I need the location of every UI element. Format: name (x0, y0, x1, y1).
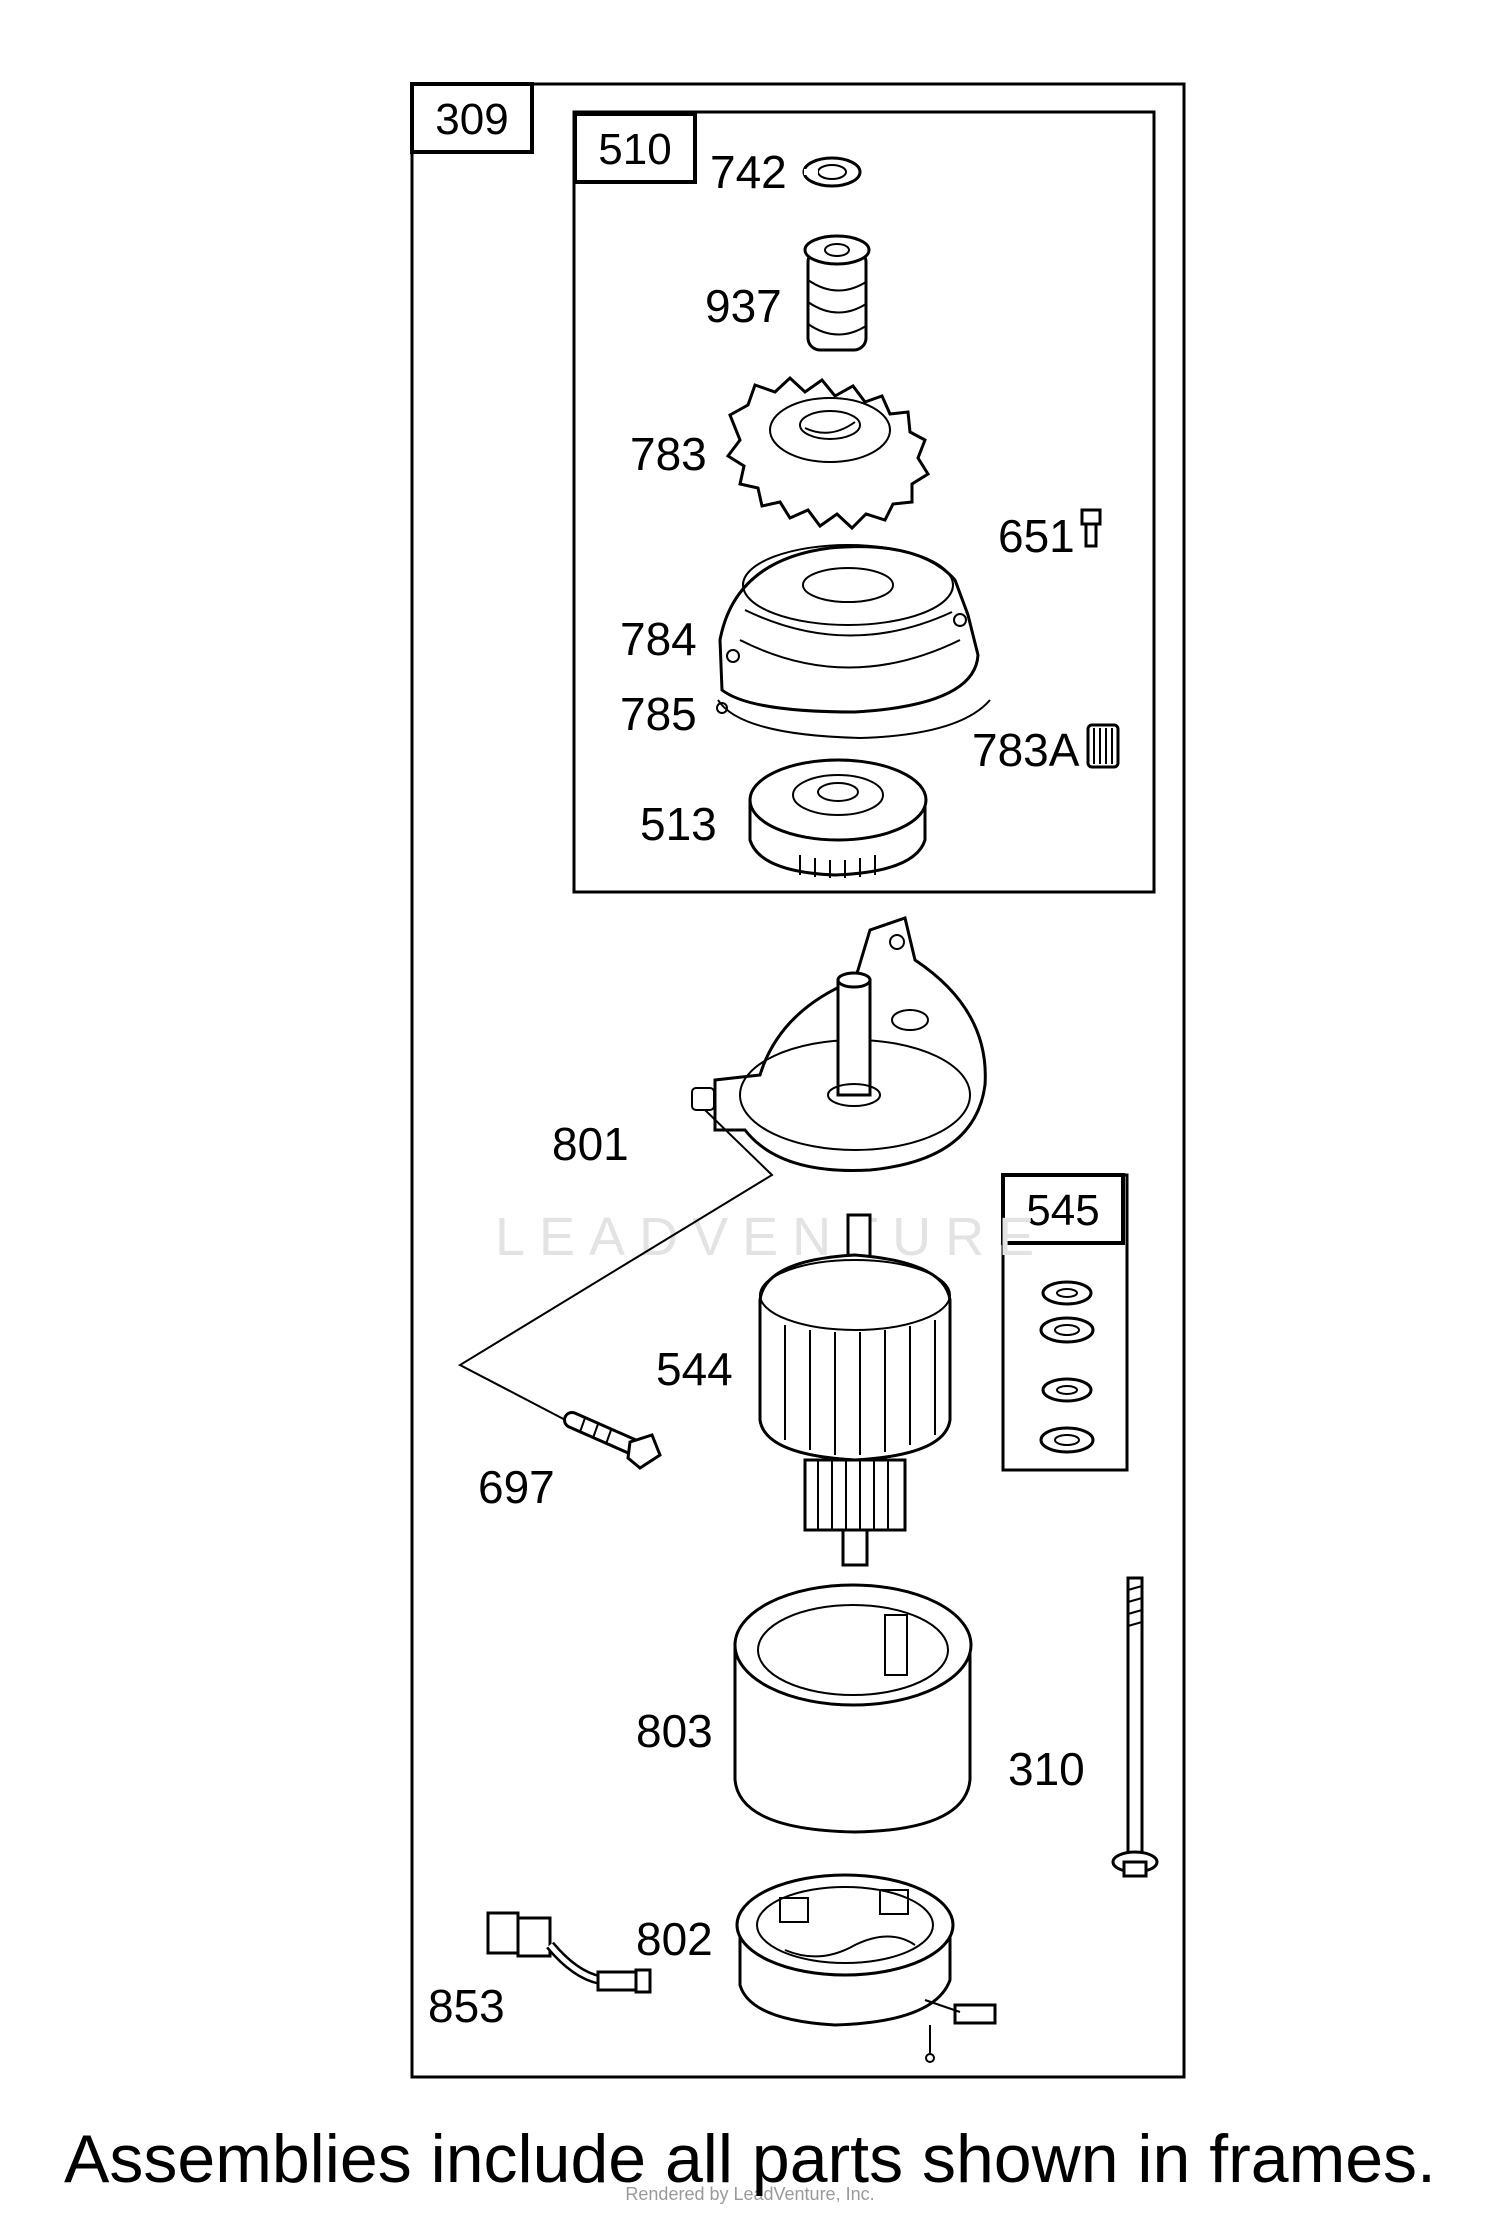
frame-510 (572, 110, 1156, 894)
end-cap-801 (691, 916, 987, 1172)
washer-set-545 (1039, 1280, 1095, 1454)
label-853: 853 (428, 1980, 505, 2032)
drive-housing-784 (718, 544, 980, 714)
leader-801-697 (457, 1109, 774, 1426)
caption: Assemblies include all parts shown in fr… (64, 2121, 1436, 2197)
frame-510-tag-box (573, 112, 697, 184)
motor-housing-803 (733, 1583, 973, 1834)
watermark: LEADVENTURE (495, 1207, 1048, 1267)
pinion-gear-783 (725, 375, 931, 531)
gasket-785 (716, 699, 991, 740)
label-802: 802 (636, 1913, 713, 1965)
frame-545-tag: 545 (1026, 1186, 1099, 1235)
label-513: 513 (640, 798, 717, 850)
bolt-697 (563, 1411, 662, 1470)
label-697: 697 (478, 1461, 555, 1513)
frame-309-tag: 309 (435, 95, 508, 144)
label-937: 937 (705, 280, 782, 332)
screw-651 (1080, 508, 1102, 548)
connector-853 (486, 1911, 652, 1994)
small-gear-783a (1086, 723, 1120, 769)
label-544: 544 (656, 1343, 733, 1395)
label-784: 784 (620, 613, 697, 665)
through-bolt-310 (1111, 1576, 1159, 1878)
clip-ring-742 (802, 156, 862, 188)
label-801: 801 (552, 1118, 629, 1170)
frame-545-tag-box (1001, 1173, 1125, 1245)
clutch-513 (748, 758, 928, 878)
frame-309 (410, 82, 1186, 2079)
label-742: 742 (710, 146, 787, 198)
drive-spring-937 (803, 234, 871, 352)
label-651: 651 (998, 510, 1075, 562)
label-803: 803 (636, 1705, 713, 1757)
armature-544 (758, 1213, 952, 1567)
render-credit: Rendered by LeadVenture, Inc. (625, 2184, 874, 2204)
brush-end-cap-802 (735, 1873, 997, 2063)
frame-309-tag-box (410, 82, 534, 154)
label-310: 310 (1008, 1743, 1085, 1795)
label-785: 785 (620, 688, 697, 740)
label-783a: 783A (972, 724, 1080, 776)
frame-510-tag: 510 (598, 125, 671, 174)
label-783: 783 (630, 428, 707, 480)
